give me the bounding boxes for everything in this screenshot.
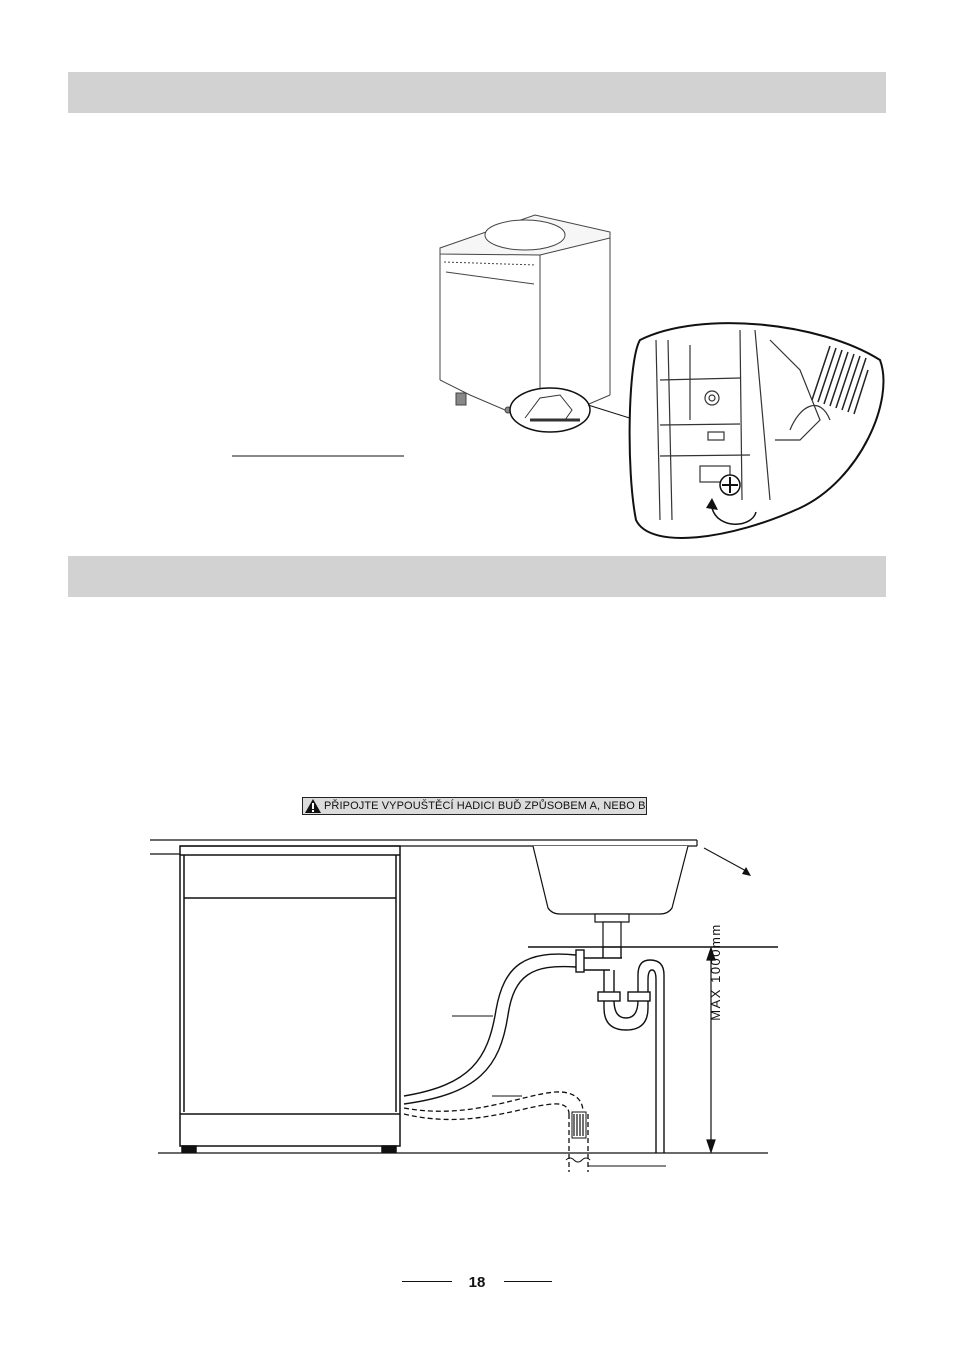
dishwasher-illustration bbox=[439, 214, 611, 426]
leveling-foot-detail bbox=[628, 322, 885, 539]
page-number-rule-left bbox=[402, 1281, 452, 1282]
section-header-band-1 bbox=[68, 72, 886, 113]
drain-hose-to-standpipe bbox=[403, 1091, 589, 1172]
drain-hose-to-siphon bbox=[403, 953, 577, 1105]
sink-basin bbox=[532, 845, 689, 948]
page-number-rule-right bbox=[504, 1281, 552, 1282]
callout-leader bbox=[587, 404, 637, 421]
height-dimension bbox=[706, 946, 716, 1154]
section-header-band-2 bbox=[68, 556, 886, 597]
siphon-trap bbox=[575, 947, 665, 1153]
drain-warning-banner: PŘIPOJTE VYPOUŠTĚCÍ HADICI BUĎ ZPŮSOBEM … bbox=[302, 797, 647, 815]
dishwasher-front-view bbox=[179, 845, 401, 1153]
max-height-label: MAX 1000mm bbox=[708, 923, 723, 1021]
warning-triangle-icon bbox=[304, 798, 322, 814]
warning-text: PŘIPOJTE VYPOUŠTĚCÍ HADICI BUĎ ZPŮSOBEM … bbox=[324, 800, 646, 812]
page-number: 18 bbox=[468, 1274, 486, 1291]
